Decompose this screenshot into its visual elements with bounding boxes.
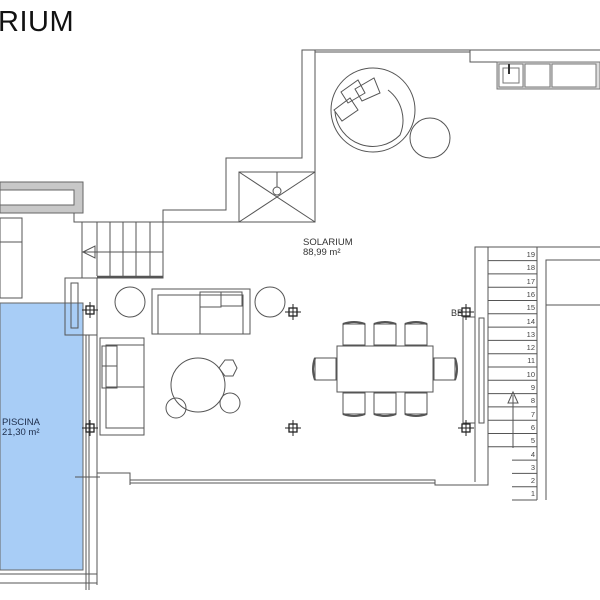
stair-step-number: 9 (530, 383, 535, 392)
stair-step-number: 15 (526, 303, 535, 313)
chair (404, 392, 428, 417)
stair-step-number: 7 (530, 409, 535, 419)
dining-set (312, 321, 458, 417)
chair (433, 357, 458, 381)
room-name: PISCINA (2, 417, 41, 428)
side-table (114, 286, 146, 318)
stair-step-number: 18 (526, 263, 535, 273)
room-label-piscina: PISCINA 21,30 m² (2, 418, 40, 437)
stairs-arrow-icon (81, 245, 96, 259)
stair-step-number: 4 (530, 449, 535, 459)
main-stairs (488, 246, 600, 501)
stair-step-number: 1 (530, 489, 535, 499)
stair-step-number: 6 (530, 422, 535, 432)
solarium-wall (130, 246, 489, 486)
stair-step-number: 12 (526, 343, 535, 353)
dining-table (336, 345, 434, 393)
chair (342, 321, 366, 346)
room-area: 88,99 m² (303, 246, 341, 258)
sofa (151, 288, 251, 335)
sink-icon (502, 67, 520, 84)
side-table (409, 117, 451, 159)
chair (373, 321, 397, 346)
column-marker-icon (458, 304, 474, 320)
bbq-label: BB (451, 308, 464, 318)
side-bench (0, 217, 23, 299)
chair (342, 392, 366, 417)
stair-step-number: 8 (530, 396, 535, 406)
column-marker-icon (458, 420, 474, 436)
stair-step-number: 3 (530, 462, 535, 472)
stair-step-number: 10 (526, 369, 535, 379)
lounge (99, 286, 286, 436)
chair (312, 357, 337, 381)
kitchen-counter (496, 61, 600, 90)
stair-step-number: 16 (526, 289, 535, 299)
stair-step-number: 17 (526, 276, 535, 286)
stool (218, 359, 238, 377)
column-marker-icon (285, 304, 301, 320)
side-table (254, 286, 286, 318)
column-marker-icon (82, 420, 98, 436)
stair-step-number: 13 (526, 329, 535, 339)
stair-step-number: 19 (526, 250, 535, 259)
skylight (238, 171, 316, 223)
column-marker-icon (82, 302, 98, 318)
stairs-up-arrow-icon (507, 390, 519, 404)
pool (0, 302, 84, 571)
stair-step-number: 11 (527, 356, 535, 366)
stair-step-number: 2 (530, 476, 535, 486)
chair (404, 321, 428, 346)
stair-step-number: 5 (530, 436, 535, 446)
round-daybed (330, 67, 451, 159)
room-label-solarium: SOLARIUM 88,99 m² (303, 238, 353, 257)
left-stairs (81, 221, 164, 279)
chair (373, 392, 397, 417)
room-name: SOLARIUM (303, 237, 353, 248)
stair-step-number: 14 (526, 316, 535, 326)
column-markers (82, 302, 474, 436)
coffee-table (170, 357, 226, 413)
page-title: RIUM (0, 6, 75, 38)
room-area: 21,30 m² (2, 426, 40, 438)
column-marker-icon (285, 420, 301, 436)
bbq (462, 316, 485, 424)
pillar-box (64, 277, 98, 336)
